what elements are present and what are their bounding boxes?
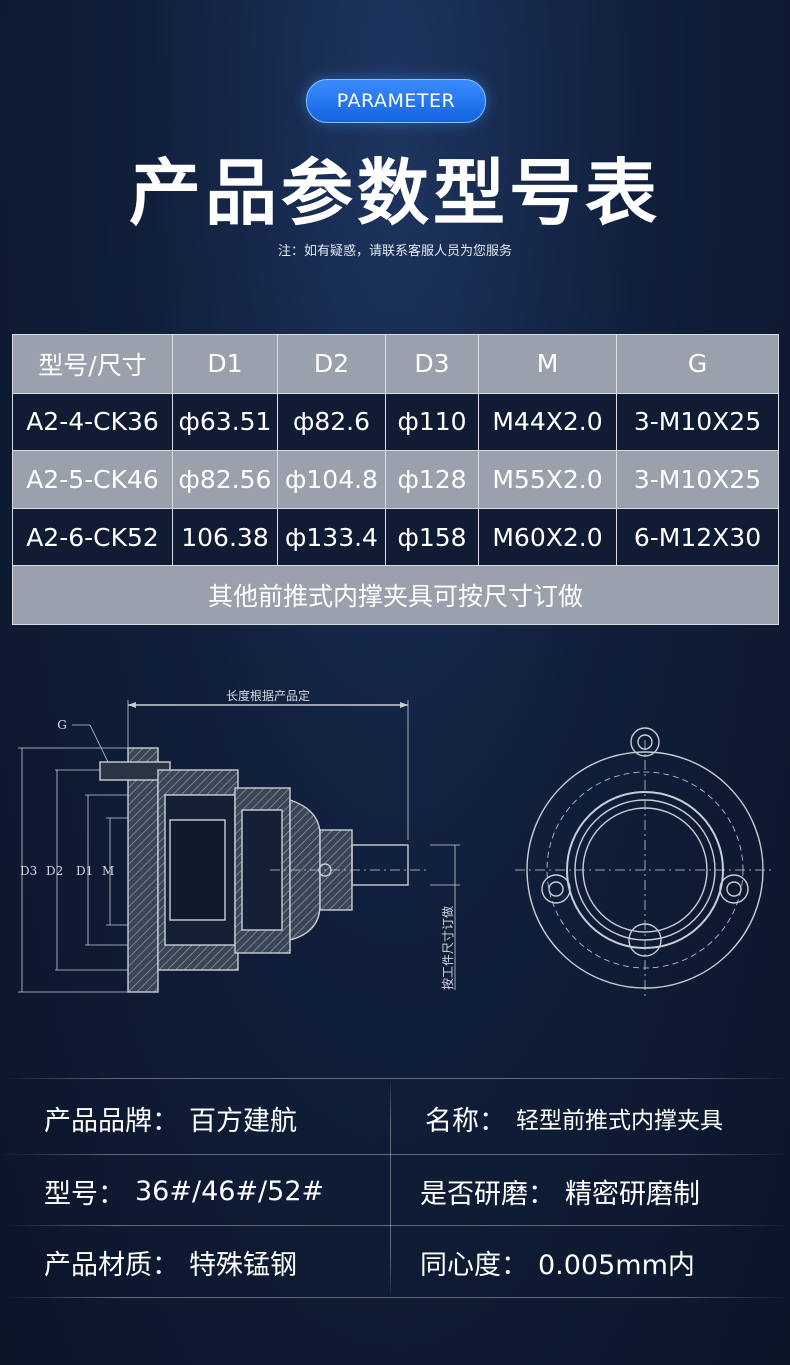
name-value: 轻型前推式内撑夹具 <box>516 1108 723 1134</box>
d3-label: D3 <box>20 864 37 878</box>
cell-m: M44X2.0 <box>478 392 617 452</box>
model-field: 型号： 36#/46#/52# <box>44 1157 324 1225</box>
col-header-d1: D1 <box>172 334 278 394</box>
length-label: 长度根据产品定 <box>226 688 310 703</box>
front-view <box>515 727 775 1000</box>
service-note: 注：如有疑惑，请联系客服人员为您服务 <box>277 244 512 259</box>
technical-drawing: 长度根据产品定 G D3 D2 D1 M 按工件尺寸订做 <box>18 688 775 1000</box>
col-header-d2: D2 <box>277 334 386 394</box>
model-value: 36#/46#/52# <box>135 1175 325 1207</box>
name-field: 名称： 轻型前推式内撑夹具 <box>425 1084 723 1152</box>
brand-value: 百方建航 <box>189 1105 297 1137</box>
cell-m: M60X2.0 <box>478 507 617 567</box>
table-footer-row: 其他前推式内撑夹具可按尺寸订做 <box>12 565 779 625</box>
cell-d3: ф158 <box>385 507 479 567</box>
cell-d2: ф104.8 <box>277 450 386 509</box>
brand-field: 产品品牌： 百方建航 <box>44 1084 297 1152</box>
parameter-badge: PARAMETER <box>306 79 486 123</box>
col-header-m: M <box>478 334 617 394</box>
d1-label: D1 <box>76 864 93 878</box>
concentricity-field: 同心度： 0.005mm内 <box>420 1228 695 1296</box>
cell-d1: ф63.51 <box>172 392 278 452</box>
cell-model: A2-4-CK36 <box>12 392 173 452</box>
parameter-table: 型号/尺寸 D1 D2 D3 M G A2-4-CK36 ф63.51 ф82.… <box>12 334 779 625</box>
concentricity-value: 0.005mm内 <box>538 1249 695 1281</box>
cell-g: 3-M10X25 <box>616 392 779 452</box>
cell-model: A2-6-CK52 <box>12 507 173 567</box>
page-title: 产品参数型号表 <box>128 151 661 235</box>
table-row: A2-6-CK52 106.38 ф133.4 ф158 M60X2.0 6-M… <box>12 507 779 567</box>
side-section-view <box>18 700 460 993</box>
d2-label: D2 <box>46 864 63 878</box>
cell-d2: ф133.4 <box>277 507 386 567</box>
material-label: 产品材质： <box>44 1249 179 1281</box>
table-header-row: 型号/尺寸 D1 D2 D3 M G <box>12 334 779 394</box>
custom-size-label: 按工件尺寸订做 <box>440 906 455 990</box>
cell-model: A2-5-CK46 <box>12 450 173 509</box>
cell-d1: ф82.56 <box>172 450 278 509</box>
table-row: A2-5-CK46 ф82.56 ф104.8 ф128 M55X2.0 3-M… <box>12 450 779 509</box>
grind-value: 精密研磨制 <box>565 1178 700 1210</box>
concentricity-label: 同心度： <box>420 1249 528 1281</box>
cell-d3: ф128 <box>385 450 479 509</box>
model-label: 型号： <box>44 1178 125 1210</box>
product-info-grid: 产品品牌： 百方建航 名称： 轻型前推式内撑夹具 型号： 36#/46#/52#… <box>0 1078 790 1298</box>
material-value: 特殊锰钢 <box>189 1249 297 1281</box>
cell-d2: ф82.6 <box>277 392 386 452</box>
cell-m: M55X2.0 <box>478 450 617 509</box>
grind-label: 是否研磨： <box>420 1178 555 1210</box>
material-field: 产品材质： 特殊锰钢 <box>44 1228 297 1296</box>
custom-order-note: 其他前推式内撑夹具可按尺寸订做 <box>12 565 779 625</box>
col-header-g: G <box>616 334 779 394</box>
table-row: A2-4-CK36 ф63.51 ф82.6 ф110 M44X2.0 3-M1… <box>12 392 779 452</box>
cell-g: 3-M10X25 <box>616 450 779 509</box>
col-header-d3: D3 <box>385 334 479 394</box>
cell-d3: ф110 <box>385 392 479 452</box>
cell-g: 6-M12X30 <box>616 507 779 567</box>
grind-field: 是否研磨： 精密研磨制 <box>420 1157 700 1225</box>
cell-d1: 106.38 <box>172 507 278 567</box>
drawing-labels: 长度根据产品定 G D3 D2 D1 M 按工件尺寸订做 <box>20 688 455 990</box>
g-label: G <box>57 718 67 732</box>
name-label: 名称： <box>425 1105 506 1137</box>
brand-label: 产品品牌： <box>44 1105 179 1137</box>
col-header-model: 型号/尺寸 <box>12 334 173 394</box>
m-label: M <box>102 864 114 878</box>
